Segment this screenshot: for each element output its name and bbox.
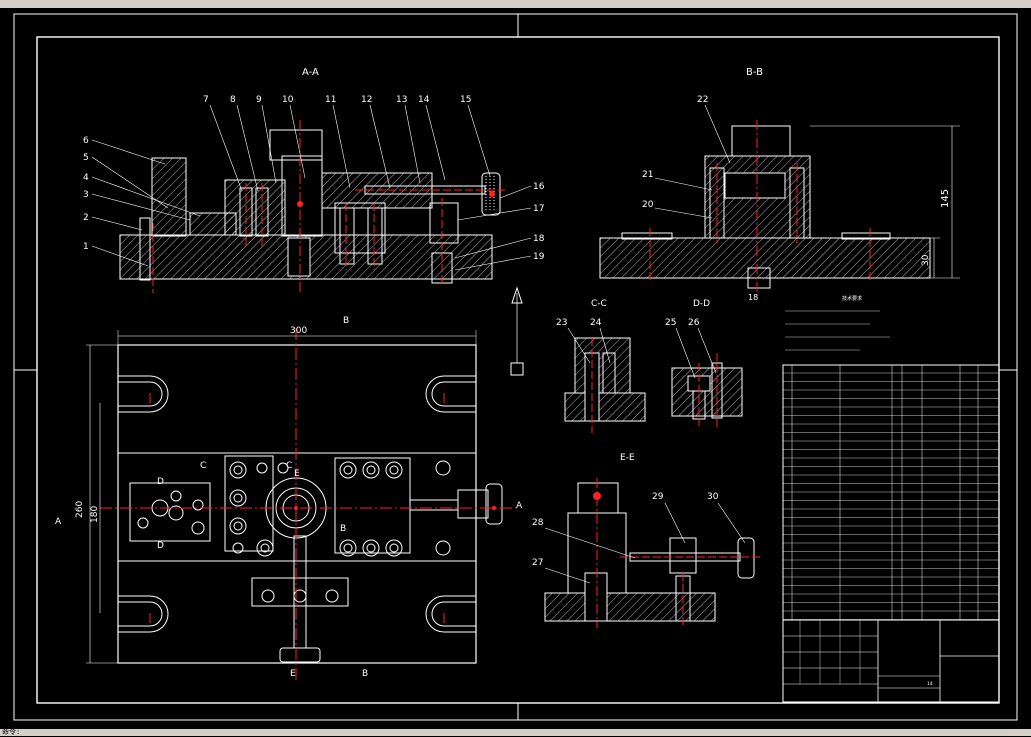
svg-text:30: 30 [921,254,931,266]
section-bb-view: B-B 145 30 18 22 21 20 [599,67,960,302]
svg-text:28: 28 [532,518,544,528]
svg-text:E: E [290,669,296,679]
svg-text:22: 22 [697,95,708,105]
svg-text:13: 13 [396,95,407,105]
technical-notes: 技术要求 [785,295,890,351]
dim-300: 300 [290,326,307,336]
svg-text:B: B [340,524,346,534]
svg-text:3: 3 [83,190,89,200]
svg-text:17: 17 [533,204,544,214]
svg-text:A: A [55,517,62,527]
svg-text:18: 18 [533,234,545,244]
section-dd-view: D-D 25 26 [665,299,743,428]
title-block: 14 [782,619,1000,703]
parts-list-table [782,364,1000,621]
svg-text:145: 145 [940,189,951,208]
section-cc-view: C-C 23 24 [556,299,646,433]
svg-text:C: C [286,461,292,471]
svg-text:6: 6 [83,136,89,146]
svg-text:4: 4 [83,173,89,183]
svg-text:E-E: E-E [620,453,635,463]
svg-text:30: 30 [707,492,719,502]
view-label-bb: B-B [746,67,763,78]
svg-text:27: 27 [532,558,543,568]
svg-text:11: 11 [325,95,336,105]
svg-text:18: 18 [748,293,758,302]
svg-text:E: E [294,469,300,479]
svg-text:B: B [362,669,368,679]
svg-text:16: 16 [533,182,545,192]
svg-text:1: 1 [83,242,89,252]
view-label-aa: A-A [302,67,319,78]
svg-text:7: 7 [203,95,209,105]
svg-text:14: 14 [418,95,430,105]
svg-text:B: B [343,316,349,326]
toolbar-strip [0,0,1031,8]
svg-text:12: 12 [361,95,372,105]
svg-text:8: 8 [230,95,236,105]
sheet-outer-border [13,13,1018,721]
svg-text:D: D [157,477,164,487]
plan-view: 300 260 180 A A B B B C C D D E E [55,286,524,683]
section-aa-view: A-A [83,67,545,293]
svg-text:10: 10 [282,95,294,105]
svg-text:A: A [516,501,523,511]
sheet-inner-border [36,36,1000,704]
svg-text:C-C: C-C [591,299,607,309]
section-ee-view: E-E 28 27 29 30 [532,453,760,628]
aa-part-labels: 1 2 3 4 5 6 7 8 9 10 11 12 13 1 [83,95,545,271]
svg-text:20: 20 [642,200,654,210]
cad-drawing-canvas[interactable]: A-A [0,8,1031,729]
svg-text:24: 24 [590,318,602,328]
command-line[interactable]: 命令: [0,728,1031,736]
svg-text:19: 19 [533,252,545,262]
svg-text:15: 15 [460,95,471,105]
svg-text:2: 2 [83,213,89,223]
svg-text:5: 5 [83,153,89,163]
sheet-number: 14 [927,681,933,687]
svg-text:29: 29 [652,492,664,502]
dim-180: 180 [90,506,100,523]
dim-260: 260 [75,501,85,518]
svg-text:26: 26 [688,318,700,328]
svg-text:D-D: D-D [693,299,710,309]
svg-text:9: 9 [256,95,262,105]
svg-text:25: 25 [665,318,676,328]
svg-text:21: 21 [642,170,653,180]
svg-text:23: 23 [556,318,567,328]
svg-text:技术要求: 技术要求 [842,295,862,302]
svg-text:C: C [200,461,206,471]
svg-text:D: D [157,541,164,551]
command-prompt: 命令: [2,728,21,736]
